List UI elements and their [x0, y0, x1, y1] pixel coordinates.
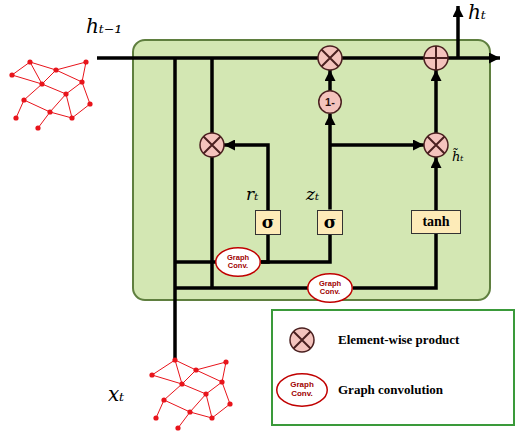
product-to-sum-wire: [434, 70, 438, 133]
product-circle: [290, 328, 314, 352]
node-text: σ: [324, 213, 337, 232]
graph-dot: [172, 357, 177, 362]
hidden-state-label: hₜ₋₁: [86, 16, 122, 36]
connector: [328, 114, 332, 210]
graph-dot: [219, 379, 224, 384]
graph-links: [12, 62, 90, 128]
product-cross: [204, 137, 221, 154]
reset-output-wire: [210, 157, 214, 288]
candidate-label: h̃ₜ: [452, 150, 464, 163]
one-minus-circle: 1-: [318, 90, 342, 114]
connector: [261, 235, 268, 263]
candidate-conv-wire: [175, 286, 330, 290]
ellipse-shape: [308, 274, 353, 303]
node-text: 1-: [325, 96, 335, 108]
sum-cross: [424, 46, 448, 70]
output-wire: [456, 6, 460, 58]
circle-shape: [319, 91, 342, 114]
graph-dot: [27, 59, 32, 64]
graph-dot: [175, 425, 180, 430]
graph-dot: [47, 109, 52, 114]
reset-gate-label: rₜ: [246, 186, 258, 203]
sum-circle: [424, 46, 448, 70]
product-circle: [318, 46, 342, 70]
connector: [261, 235, 330, 263]
node-text: Graph Conv.: [315, 280, 345, 297]
graph-conv-ellipse: Graph Conv.: [307, 273, 353, 303]
graph-dot: [149, 372, 154, 377]
input-wire: [173, 58, 177, 360]
connector: [353, 234, 436, 288]
node-text: tanh: [422, 214, 449, 229]
graph-dot: [9, 72, 14, 77]
legend-graph-conv-sample: Graph Conv.: [276, 373, 328, 407]
output-label: hₜ: [468, 2, 486, 22]
graph-dot: [227, 401, 232, 406]
graph-dot: [79, 79, 84, 84]
tanh-box: tanh: [411, 210, 461, 234]
reset-input-wire: [210, 58, 214, 133]
graph-dot: [153, 415, 158, 420]
graph-dot: [69, 115, 74, 120]
update-gate-wire: [330, 143, 424, 147]
graph-dot: [87, 101, 92, 106]
product-symbol: [424, 133, 448, 157]
input-graph-icon: [149, 357, 232, 430]
product-circle: [200, 133, 224, 157]
graph-dot: [203, 391, 208, 396]
legend-text: Graph convolution: [338, 383, 443, 397]
sigmoid-box: σ: [317, 210, 343, 235]
graph-dot: [83, 59, 88, 64]
graph-dot: [161, 397, 166, 402]
node-text: Graph Conv.: [286, 381, 318, 399]
graph-dot: [223, 359, 228, 364]
ellipse-shape: [216, 248, 261, 277]
sigmoid-box: σ: [255, 210, 281, 235]
graph-dot: [39, 81, 44, 86]
product-symbol: [200, 133, 224, 157]
legend-text: Element-wise product: [338, 333, 459, 347]
graph-conv-ellipse: Graph Conv.: [215, 247, 261, 277]
node-text: σ: [262, 213, 275, 232]
graph-dot: [21, 97, 26, 102]
graph-dot: [35, 125, 40, 130]
product-cross: [322, 50, 339, 67]
graph-dot: [63, 91, 68, 96]
graph-dot: [209, 415, 214, 420]
gru-cell: [133, 40, 490, 300]
legend-product-symbol: [290, 328, 314, 352]
input-label: xₜ: [108, 384, 124, 404]
hidden-graph-icon: [9, 59, 92, 130]
node-text: Graph Conv.: [223, 254, 253, 271]
sum-symbol: [424, 46, 448, 70]
ellipse-shape: [277, 374, 328, 407]
graph-dot: [187, 409, 192, 414]
graph-dot: [53, 67, 58, 72]
graph-dot: [179, 381, 184, 386]
product-symbol: [318, 46, 342, 70]
product-cross: [294, 332, 311, 349]
graph-dot: [193, 367, 198, 372]
product-cross: [428, 137, 445, 154]
product-circle: [424, 133, 448, 157]
connector-group: [261, 114, 436, 288]
graph-links: [152, 360, 230, 428]
update-gate-label: zₜ: [306, 186, 319, 203]
legend-box: [272, 310, 514, 425]
graph-dot: [13, 115, 18, 120]
